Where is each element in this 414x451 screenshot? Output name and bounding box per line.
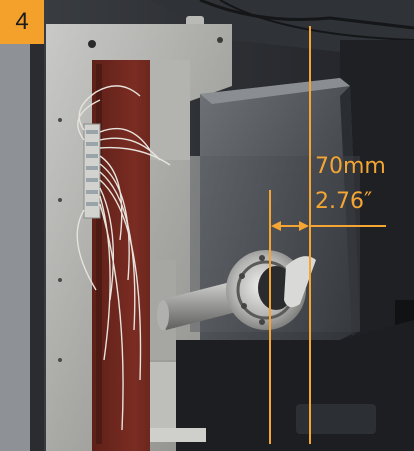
dimension-arrowheads bbox=[271, 221, 309, 231]
base-cover bbox=[296, 404, 376, 434]
base-bracket bbox=[150, 428, 206, 442]
frame-hole bbox=[88, 40, 96, 48]
frame-hole bbox=[217, 37, 223, 43]
cavity-shadow bbox=[96, 64, 102, 444]
chuck-bolt bbox=[259, 319, 265, 325]
left-edge-shadow bbox=[30, 0, 44, 451]
dimension-imperial-label: 2.76″ bbox=[315, 189, 373, 214]
chuck-bolt bbox=[259, 255, 265, 261]
terminal-strip bbox=[83, 123, 101, 219]
top-cable bbox=[199, 0, 414, 30]
step-number-badge: 4 bbox=[0, 0, 44, 44]
frame-hole bbox=[58, 198, 62, 202]
left-edge-panel bbox=[0, 0, 30, 451]
chuck-bolt bbox=[239, 273, 245, 279]
chuck-jaw bbox=[284, 256, 316, 308]
dimension-lines bbox=[269, 26, 386, 444]
top-cable-2 bbox=[219, 0, 414, 41]
wire-bundle bbox=[76, 85, 171, 431]
slide-block-top bbox=[200, 78, 350, 104]
shaft-end bbox=[157, 300, 169, 330]
frame-hole bbox=[58, 118, 62, 122]
chuck-bolt bbox=[241, 303, 247, 309]
inner-block bbox=[150, 60, 190, 160]
dimension-metric-label: 70mm bbox=[315, 154, 386, 179]
terminal-screws bbox=[86, 130, 98, 206]
frame-hole bbox=[58, 278, 62, 282]
frame-hole bbox=[58, 358, 62, 362]
